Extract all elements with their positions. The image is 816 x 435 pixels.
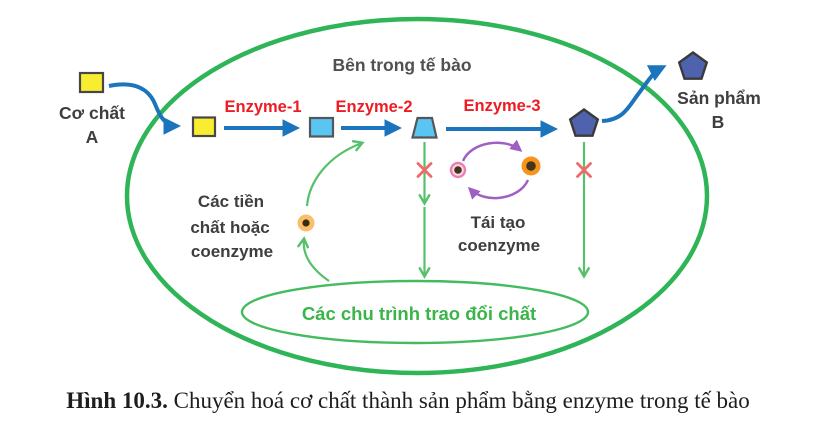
coenzyme-active-dot-core xyxy=(526,161,536,171)
exit-arrow xyxy=(601,65,667,123)
substrate-a-square-inside xyxy=(191,116,217,138)
product-b-letter: B xyxy=(712,112,725,132)
intermediate-2-trapezoid xyxy=(411,116,438,139)
coenzyme-cycle-arc-top xyxy=(461,139,523,162)
coenzyme-cycle-label-line1: Tái tạo xyxy=(471,213,526,232)
precursor-label-line1: Các tiền xyxy=(198,192,264,211)
blocked-x-left-icon xyxy=(416,162,433,178)
product-b-label: Sản phẩm xyxy=(677,88,761,108)
cell-interior-label: Bên trong tế bào xyxy=(332,55,471,75)
coenzyme-spent-dot-core xyxy=(454,166,462,174)
substrate-a-square-outside xyxy=(78,71,105,94)
coenzyme-cycle-label-line2: coenzyme xyxy=(458,236,540,255)
precursor-label-line3: coenzyme xyxy=(191,242,273,261)
cycles-to-precursor-arrow xyxy=(297,236,330,282)
product-b-pentagon-outside xyxy=(677,51,709,80)
blocked-x-right-icon xyxy=(576,162,592,178)
substrate-a-label: Cơ chất xyxy=(59,103,125,123)
intermediate-1-square xyxy=(308,116,335,138)
precursor-dot-core xyxy=(302,219,310,227)
figure-caption-text: Chuyển hoá cơ chất thành sản phẩm bằng e… xyxy=(167,388,750,413)
substrate-a-letter: A xyxy=(86,127,99,147)
coenzyme-cycle-arc-bottom xyxy=(467,179,530,200)
enzyme-3-label: Enzyme-3 xyxy=(463,97,540,115)
metabolic-cycles-label: Các chu trình trao đổi chất xyxy=(302,303,536,324)
enzyme-2-label: Enzyme-2 xyxy=(335,98,412,116)
precursor-to-pathway-arrow xyxy=(305,140,365,207)
product-b-pentagon-inside xyxy=(568,108,600,137)
enzyme-1-label: Enzyme-1 xyxy=(224,98,301,116)
figure-caption-number: Hình 10.3. xyxy=(66,388,168,413)
metabolic-cycles-ellipse xyxy=(240,279,590,345)
figure-caption: Hình 10.3. Chuyển hoá cơ chất thành sản … xyxy=(0,388,816,414)
enzyme-pathway-diagram: Bên trong tế bào Enzyme-1 Enzyme-2 Enzym… xyxy=(59,16,761,376)
precursor-label-line2: chất hoặc xyxy=(190,218,269,237)
entry-arrow xyxy=(108,82,181,135)
cell-membrane-ellipse xyxy=(124,16,710,376)
